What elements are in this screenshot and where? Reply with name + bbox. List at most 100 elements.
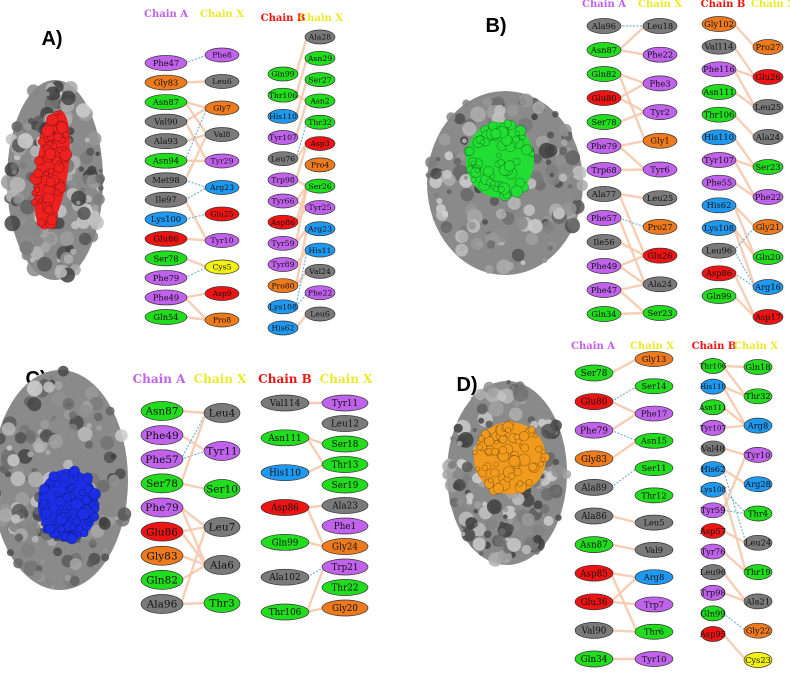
residue-label: Leu24 (745, 538, 771, 548)
residue-label: Thr19 (745, 567, 770, 577)
residue-node: Ser26 (304, 178, 336, 194)
residue-ellipse (144, 74, 188, 91)
residue-node: Trp7 (634, 596, 674, 613)
residue-node: Thr106 (260, 603, 310, 621)
residue-label: Ile56 (593, 237, 614, 247)
residue-label: Gly22 (746, 626, 771, 636)
residue-node: Ser23 (642, 305, 678, 321)
residue-label: Thr6 (644, 627, 664, 637)
chain-header-x: Chain X (320, 372, 374, 386)
residue-node: Ser78 (586, 114, 622, 130)
residue-ellipse (204, 286, 240, 301)
residue-node: His110 (260, 464, 310, 482)
residue-node: Asp57 (699, 523, 726, 539)
residue-ellipse (634, 432, 674, 449)
panel-letter: A) (41, 28, 62, 50)
residue-node: Ile97 (144, 191, 188, 208)
residue-node: Phe49 (586, 258, 622, 274)
residue-label: Leu96 (700, 567, 726, 577)
residue-node: Asn87 (140, 401, 184, 421)
protein-surface-image (0, 365, 132, 590)
residue-node: Thr32 (743, 388, 773, 405)
residue-ellipse (743, 534, 773, 551)
chain-header-x: Chain X (194, 372, 248, 386)
residue-node: Lys108 (267, 299, 299, 315)
residue-label: Phe79 (580, 426, 608, 436)
residue-node: Gln82 (140, 570, 184, 590)
residue-node: Glu26 (642, 247, 678, 264)
residue-node: Asn111 (698, 399, 727, 416)
residue-label: Ser18 (332, 440, 359, 450)
residue-node: Thr106 (267, 87, 299, 103)
residue-node: Glu36 (574, 593, 614, 611)
residue-node: Leu6 (204, 74, 240, 89)
residue-node: Phe79 (574, 421, 614, 439)
residue-node: Trp21 (321, 558, 369, 576)
residue-label: Ile97 (155, 195, 176, 205)
residue-label: Leu7 (209, 522, 236, 534)
residue-label: Met98 (152, 175, 179, 185)
residue-node: Ala23 (321, 497, 369, 514)
residue-ellipse (701, 129, 737, 146)
residue-ellipse (204, 206, 240, 222)
residue-node: Tyr10 (743, 447, 773, 463)
residue-ellipse (304, 285, 336, 301)
residue-label: His62 (701, 464, 726, 474)
residue-label: Ala93 (153, 136, 178, 146)
residue-node: Gly21 (752, 219, 784, 235)
residue-label: Gly83 (154, 77, 179, 87)
residue-ellipse (260, 533, 310, 551)
residue-label: Tyr11 (206, 446, 237, 458)
chain-header-x: Chain X (638, 0, 682, 10)
residue-label: Tyr59 (701, 505, 726, 515)
residue-label: Asp3 (309, 139, 329, 148)
residue-node: Tyr25 (304, 200, 336, 215)
residue-node: Gln99 (700, 605, 726, 622)
residue-ellipse (204, 74, 240, 89)
residue-label: Ser19 (332, 481, 359, 491)
residue-ellipse (321, 558, 369, 576)
residue-node: Val114 (260, 394, 310, 412)
residue-node: Thr32 (304, 114, 336, 130)
residue-node: Glu86 (140, 521, 184, 542)
residue-ellipse (203, 555, 241, 575)
residue-label: Asn29 (307, 54, 332, 63)
residue-label: Tyr10 (642, 654, 667, 664)
residue-ellipse (203, 441, 241, 461)
residue-label: Asn94 (152, 156, 179, 166)
residue-label: Arg16 (754, 282, 781, 292)
residue-label: His110 (269, 112, 297, 121)
residue-label: Trp68 (591, 165, 616, 175)
residue-label: Leu18 (647, 21, 673, 31)
residue-ellipse (304, 200, 336, 215)
residue-label: Val9 (644, 545, 663, 555)
residue-node: Glu26 (752, 69, 784, 85)
residue-ellipse (743, 476, 773, 493)
residue-label: Val8 (213, 130, 231, 139)
residue-node: Phe22 (304, 285, 336, 301)
residue-label: Gly1 (650, 136, 669, 146)
residue-ellipse (634, 542, 674, 558)
residue-ellipse (701, 197, 737, 214)
residue-label: His110 (700, 382, 727, 391)
panel-letter: D) (456, 374, 477, 396)
residue-label: Gln34 (581, 655, 608, 665)
residue-node: Phe79 (144, 270, 188, 286)
residue-ellipse (700, 584, 726, 601)
chain-header-a: Chain A (582, 0, 626, 10)
residue-node: Asp86 (260, 499, 310, 516)
residue-label: Phe79 (145, 502, 178, 514)
residue-ellipse (304, 136, 336, 151)
residue-node: Tyr66 (267, 193, 299, 209)
chain-header-b: Chain B (258, 372, 312, 386)
residue-ellipse (304, 264, 336, 279)
residue-label: Glu80 (581, 398, 608, 408)
residue-label: Gly13 (642, 354, 667, 364)
residue-node: Leu5 (634, 514, 674, 531)
residue-node: Leu24 (743, 534, 773, 551)
residue-label: Phe47 (153, 58, 179, 68)
residue-label: Phe49 (153, 292, 179, 302)
residue-node: Tyr107 (701, 152, 737, 168)
residue-label: Asn111 (702, 87, 734, 97)
residue-label: Val90 (581, 626, 607, 636)
